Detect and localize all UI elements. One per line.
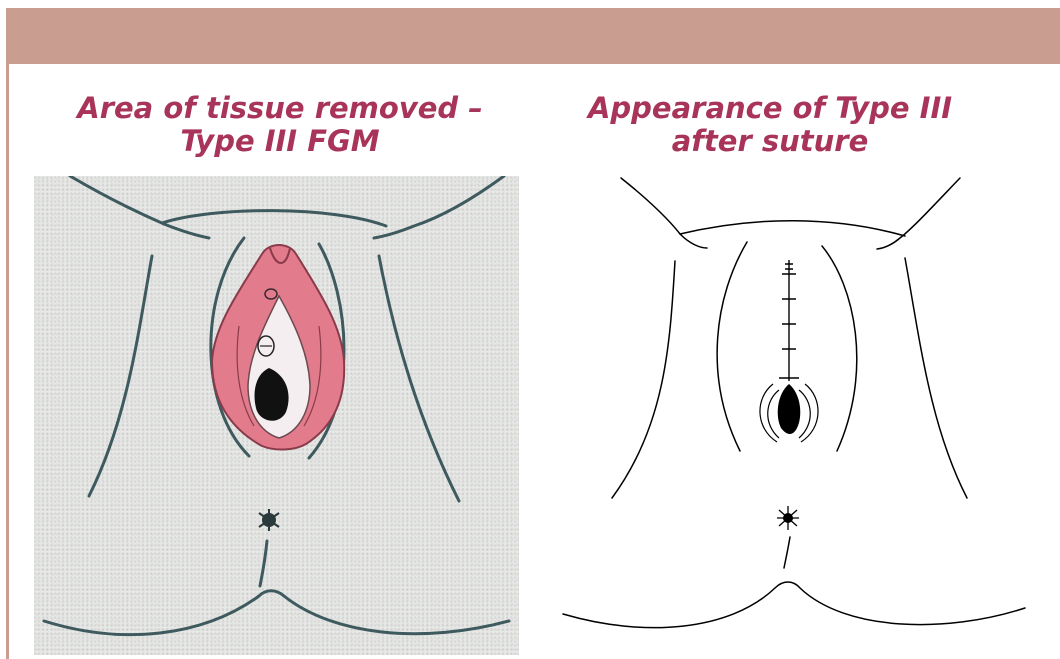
header-band — [6, 8, 1060, 64]
tissue-removed-drawing — [34, 176, 519, 655]
left-thigh-line — [612, 261, 675, 498]
caption-after-suture-line1: Appearance of Type III — [545, 92, 995, 125]
residual-opening — [778, 384, 801, 434]
left-thigh-line — [89, 256, 152, 496]
caption-area-removed-line2: Type III FGM — [60, 125, 500, 158]
left-hip-crease — [70, 176, 209, 238]
buttock-crease — [44, 591, 509, 635]
right-hip-crease — [877, 178, 960, 249]
right-thigh-line — [905, 258, 967, 498]
caption-after-suture-line2: after suture — [545, 125, 995, 158]
perineal-line — [784, 537, 790, 568]
illustration-tissue-removed — [34, 176, 519, 655]
illustration-after-suture — [555, 176, 1035, 655]
suture-line — [779, 260, 799, 381]
right-thigh-line — [379, 256, 459, 501]
buttock-crease — [563, 582, 1025, 628]
mons-curve — [162, 211, 386, 226]
mons-curve — [680, 221, 905, 236]
right-hip-crease — [374, 176, 504, 238]
left-labia-majora — [717, 242, 747, 451]
anus-mark — [259, 509, 279, 531]
anus-mark — [777, 506, 799, 530]
after-suture-drawing — [555, 176, 1035, 655]
right-labia-majora — [822, 246, 857, 451]
caption-after-suture: Appearance of Type III after suture — [545, 92, 995, 158]
caption-area-removed-line1: Area of tissue removed – — [60, 92, 500, 125]
left-hip-crease — [621, 178, 707, 248]
perineal-line — [260, 541, 267, 586]
left-border-rule — [6, 64, 9, 659]
caption-area-removed: Area of tissue removed – Type III FGM — [60, 92, 500, 158]
